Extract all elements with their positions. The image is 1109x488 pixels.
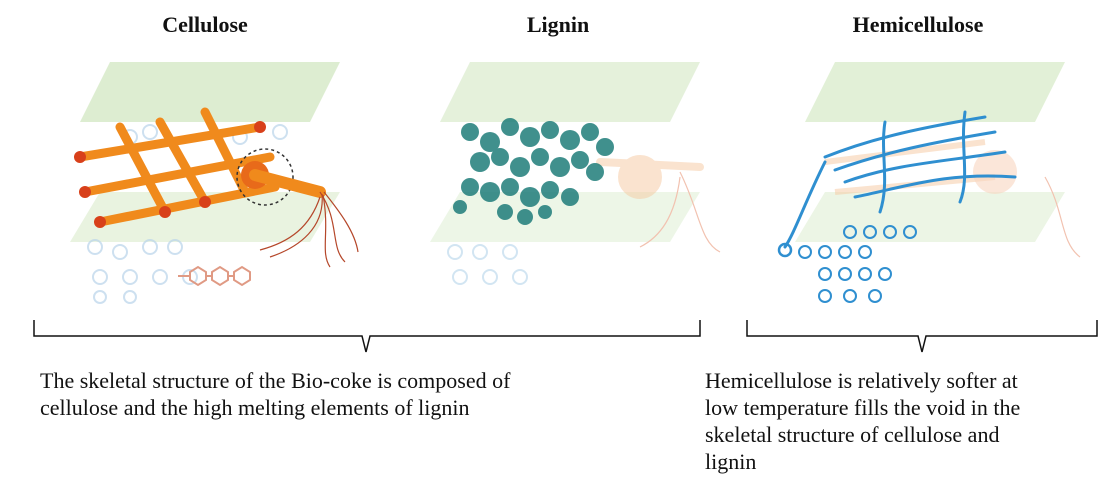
skeletal-structure-caption: The skeletal structure of the Bio-coke i… <box>40 367 680 421</box>
faded-cellulose <box>600 159 700 195</box>
hemicellulose-title: Hemicellulose <box>808 12 1028 38</box>
hemicellulose-caption: Hemicellulose is relatively softer at lo… <box>705 367 1105 475</box>
caption-line: The skeletal structure of the Bio-coke i… <box>40 367 680 394</box>
bottom-sheet <box>795 192 1065 242</box>
top-sheet <box>440 62 700 122</box>
cellulose-title: Cellulose <box>95 12 315 38</box>
caption-line: low temperature fills the void in the <box>705 394 1105 421</box>
caption-line: Hemicellulose is relatively softer at <box>705 367 1105 394</box>
right-bracket <box>745 318 1101 358</box>
lignin-illustration <box>400 52 730 307</box>
caption-line: lignin <box>705 448 1105 475</box>
left-bracket <box>32 318 704 358</box>
caption-line: skeletal structure of cellulose and <box>705 421 1105 448</box>
hemicellulose-illustration <box>765 52 1095 317</box>
lignin-title: Lignin <box>448 12 668 38</box>
cellulose-illustration <box>40 52 370 307</box>
caption-line: cellulose and the high melting elements … <box>40 394 680 421</box>
top-sheet <box>805 62 1065 122</box>
